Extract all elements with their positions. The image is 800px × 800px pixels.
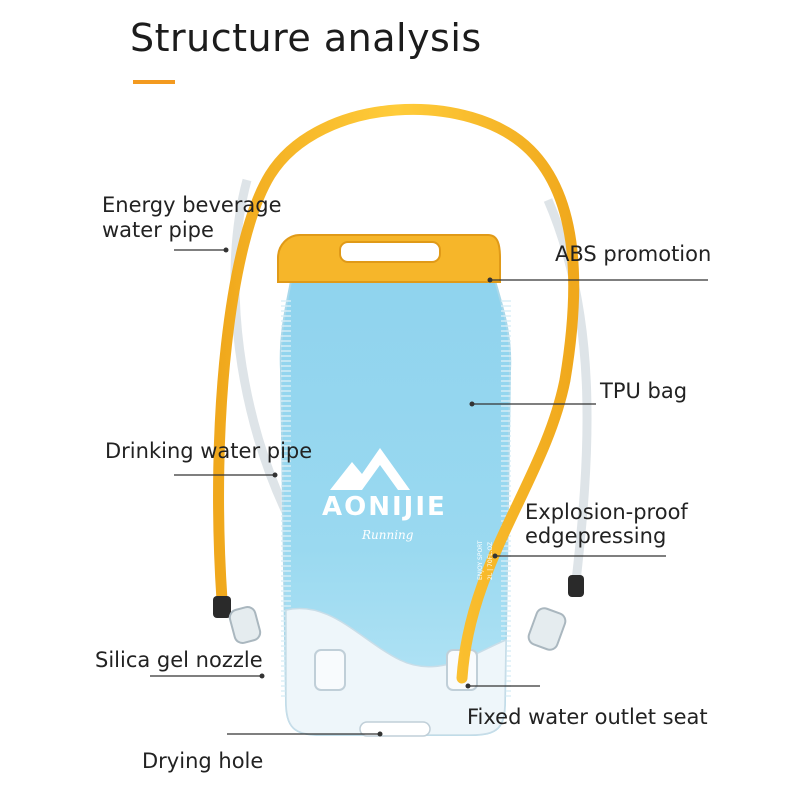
label-explosion-line2: edgepressing [525,524,667,548]
right-clear-pipe [543,198,592,591]
left-outlet-seat [314,649,346,691]
leader-lines [150,249,708,735]
brand-name: AONIJIE [322,492,447,522]
page-title: Structure analysis [130,16,482,60]
label-silica: Silica gel nozzle [95,648,263,672]
label-tpu: TPU bag [600,379,688,403]
drying-hole [359,721,431,737]
title-underline [133,80,175,84]
energy-beverage-pipe [213,104,580,684]
bag-side-text-2: 2L | 70FL.OZ [487,541,494,580]
right-silica-nozzle [527,575,584,651]
clip-handle-hole [339,241,441,263]
label-drinking-pipe: Drinking water pipe [105,439,313,463]
label-explosion-line1: Explosion-proof [525,500,688,524]
edge-pressing [281,300,511,700]
label-abs: ABS promotion [555,242,712,266]
label-drying: Drying hole [142,749,264,773]
leader-dots [223,247,498,737]
brand-mountain-logo [330,448,410,490]
brand-subtitle: Running [362,528,414,542]
label-fixed-seat: Fixed water outlet seat [467,705,708,729]
label-energy-pipe-line2: water pipe [102,218,214,242]
label-energy-pipe-line1: Energy beverage [102,193,282,217]
left-silica-nozzle [213,596,262,644]
